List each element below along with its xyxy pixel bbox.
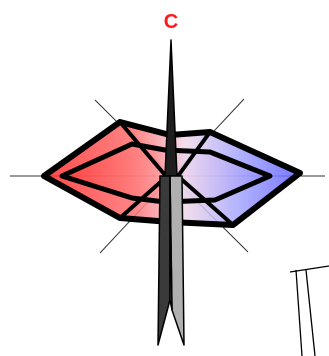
inner-crossing-lines <box>118 120 235 227</box>
needle-upper-dark <box>164 39 178 177</box>
inner-line-bottom-right <box>178 176 235 227</box>
plane-outline <box>289 265 329 356</box>
needle-lower-left <box>157 175 171 346</box>
inner-line-top-right <box>176 130 212 178</box>
c-axis-needle <box>157 39 185 346</box>
plane-edge-inner <box>305 269 316 356</box>
plane-edge-left <box>295 269 303 356</box>
inner-line-bottom-left <box>118 176 167 220</box>
c-axis-label: C <box>164 11 178 33</box>
needle-lower-center <box>169 175 173 311</box>
inner-line-top-left <box>118 120 167 177</box>
needle-lower-right <box>169 175 185 346</box>
